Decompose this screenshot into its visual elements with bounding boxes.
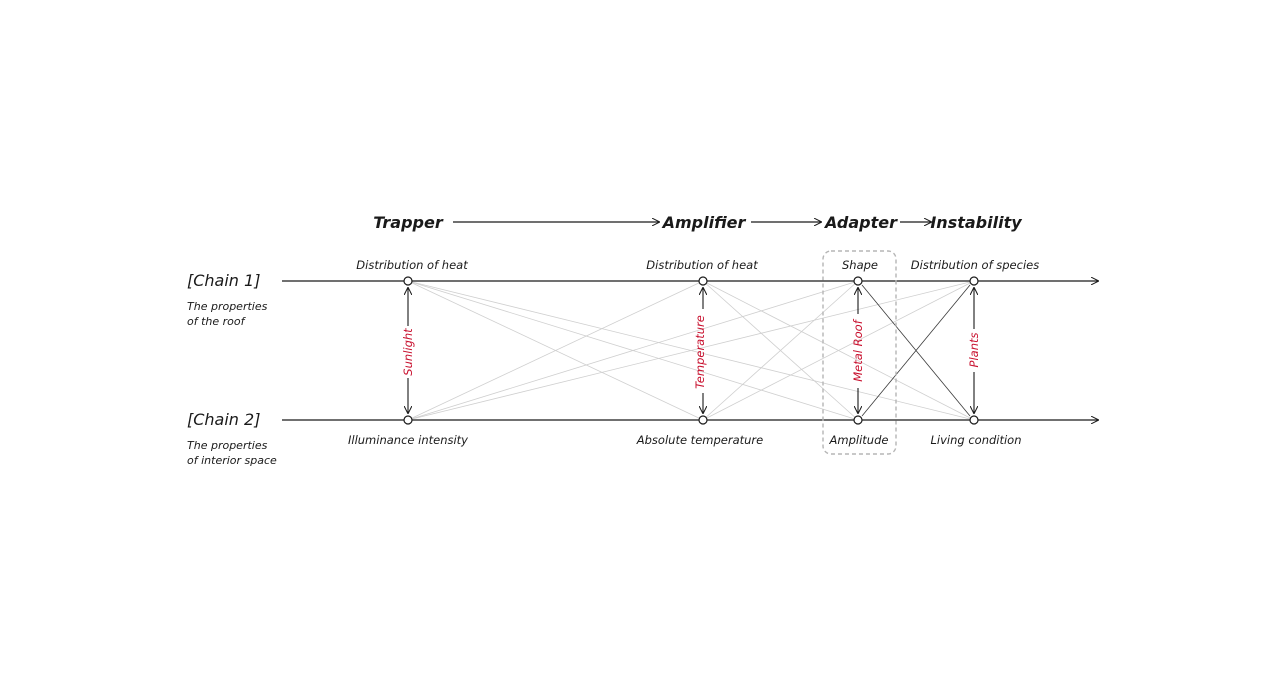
chain1-desc-line1: The properties — [187, 300, 268, 313]
chain2-desc-line1: The properties — [187, 439, 268, 452]
node-instability-top — [969, 276, 979, 286]
chain2-label: [Chain 2] — [187, 410, 260, 429]
top-node-label-amplifier: Distribution of heat — [646, 258, 758, 272]
node-amplifier-bottom — [698, 415, 708, 425]
top-node-label-adapter: Shape — [842, 258, 878, 272]
link-label-sunlight: Sunlight — [401, 328, 415, 376]
link-label-temperature: Temperature — [693, 315, 707, 389]
chain2-desc-line2: of interior space — [187, 454, 277, 467]
link-label-plants: Plants — [967, 333, 981, 368]
top-node-label-trapper: Distribution of heat — [356, 258, 468, 272]
adapter-cross-links — [861, 284, 971, 417]
stage-amplifier: Amplifier — [661, 213, 747, 232]
chain1-desc-line2: of the roof — [187, 315, 247, 328]
link-label-metal-roof: Metal Roof — [851, 318, 865, 381]
stage-trapper: Trapper — [373, 213, 444, 232]
nodes — [403, 276, 979, 425]
adapter-highlight-box — [822, 250, 897, 455]
node-adapter-top — [853, 276, 863, 286]
vertical-links — [408, 288, 974, 413]
node-instability-bottom — [969, 415, 979, 425]
stage-instability: Instability — [930, 213, 1022, 232]
bottom-node-label-instability: Living condition — [930, 433, 1021, 447]
node-adapter-bottom — [853, 415, 863, 425]
cross-links — [407, 280, 975, 421]
chain1-label: [Chain 1] — [187, 271, 260, 290]
bottom-node-label-adapter: Amplitude — [829, 433, 889, 447]
top-node-label-instability: Distribution of species — [911, 258, 1039, 272]
node-trapper-bottom — [403, 415, 413, 425]
bottom-node-label-trapper: Illuminance intensity — [348, 433, 468, 447]
node-trapper-top — [403, 276, 413, 286]
bottom-node-label-amplifier: Absolute temperature — [636, 433, 763, 447]
node-amplifier-top — [698, 276, 708, 286]
stage-adapter: Adapter — [823, 213, 898, 232]
